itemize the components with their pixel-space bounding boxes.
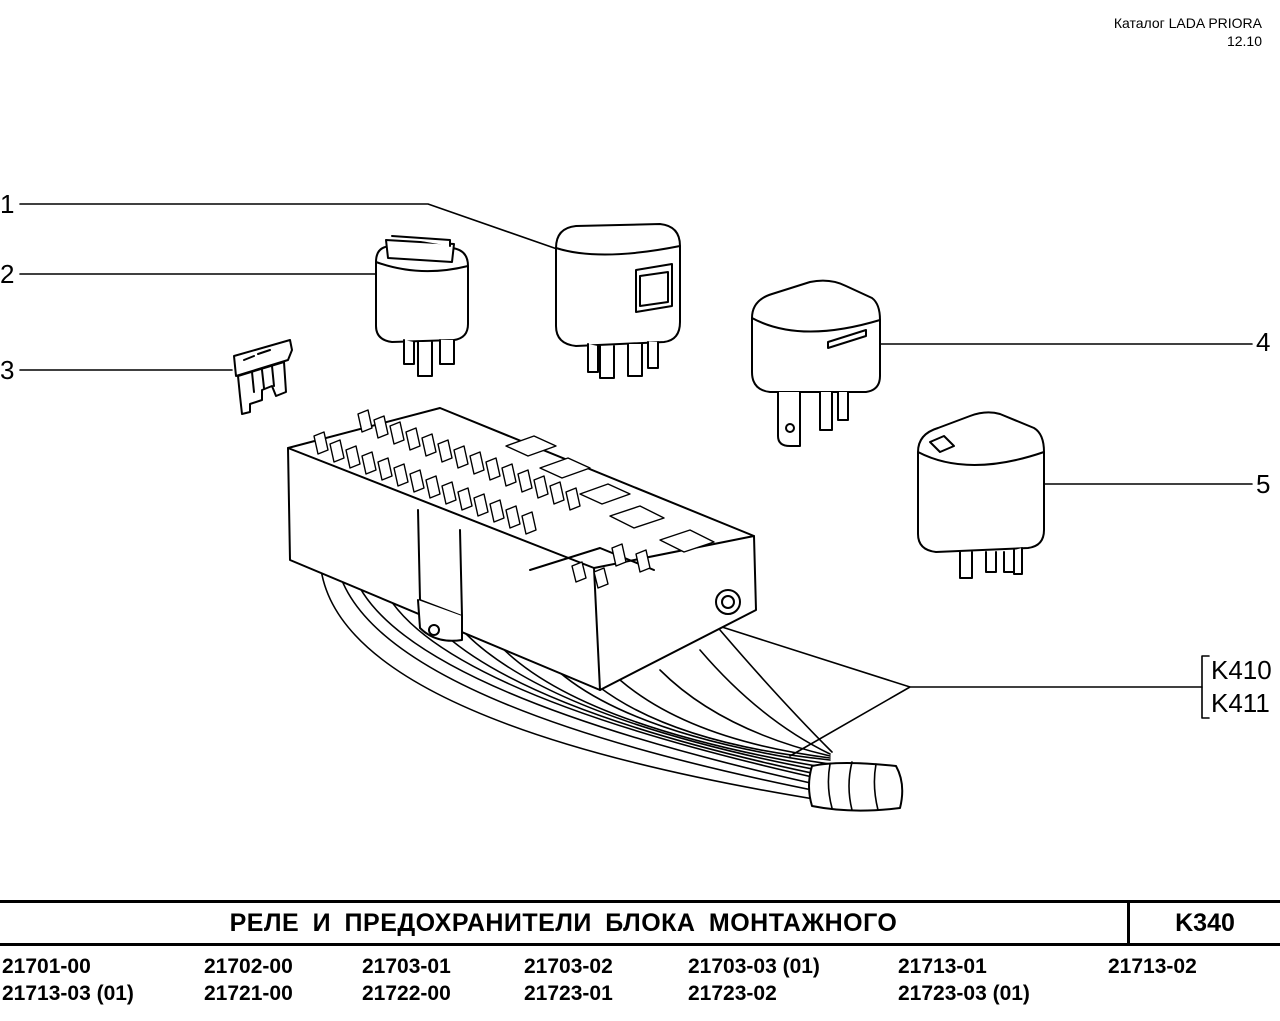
model-list: 21701-00 21702-00 21703-01 21703-02 2170… [0,950,1280,1020]
callout-2: 2 [0,259,15,289]
leader-line-harness [699,619,1203,757]
relay-1 [555,223,681,379]
model-code: 21713-03 (01) [2,982,134,1005]
model-code: 21713-01 [898,955,987,978]
relay-sockets [505,435,715,589]
catalog-header: Каталог LADA PRIORA 12.10 [1114,14,1262,50]
relay-5 [917,411,1045,579]
callout-k411: K411 [1211,688,1270,718]
leader-line-1 [19,203,561,251]
callout-k410: K410 [1211,655,1272,685]
relay-2 [375,235,469,377]
model-code: 21722-00 [362,982,451,1005]
parts-illustration [19,203,1253,812]
model-code: 21713-02 [1108,955,1197,978]
catalog-date: 12.10 [1226,33,1262,49]
model-code: 21723-02 [688,982,777,1005]
title-block: РЕЛЕ И ПРЕДОХРАНИТЕЛИ БЛОКА МОНТАЖНОГО K… [0,900,1280,946]
callout-1: 1 [0,189,15,219]
title-divider [1127,903,1130,943]
model-code: 21702-00 [204,955,293,978]
section-title: РЕЛЕ И ПРЕДОХРАНИТЕЛИ БЛОКА МОНТАЖНОГО [229,909,898,937]
model-code: 21723-01 [524,982,613,1005]
relay-4 [751,279,881,447]
leader-bracket [1201,655,1210,719]
model-code: 21703-02 [524,955,613,978]
model-code: 21723-03 (01) [898,982,1030,1005]
callout-4: 4 [1256,327,1271,357]
catalog-name: Каталог LADA PRIORA [1113,15,1262,31]
fuse-3 [233,339,293,415]
mounting-block [287,407,757,691]
model-code: 21701-00 [2,955,91,978]
model-code: 21721-00 [204,982,293,1005]
fuse-slots [313,409,581,535]
callout-3: 3 [0,355,15,385]
model-code: 21703-03 (01) [688,955,820,978]
section-code: K340 [1175,909,1235,937]
leader-lines [19,203,1253,757]
callout-5: 5 [1256,469,1271,499]
model-code: 21703-01 [362,955,451,978]
